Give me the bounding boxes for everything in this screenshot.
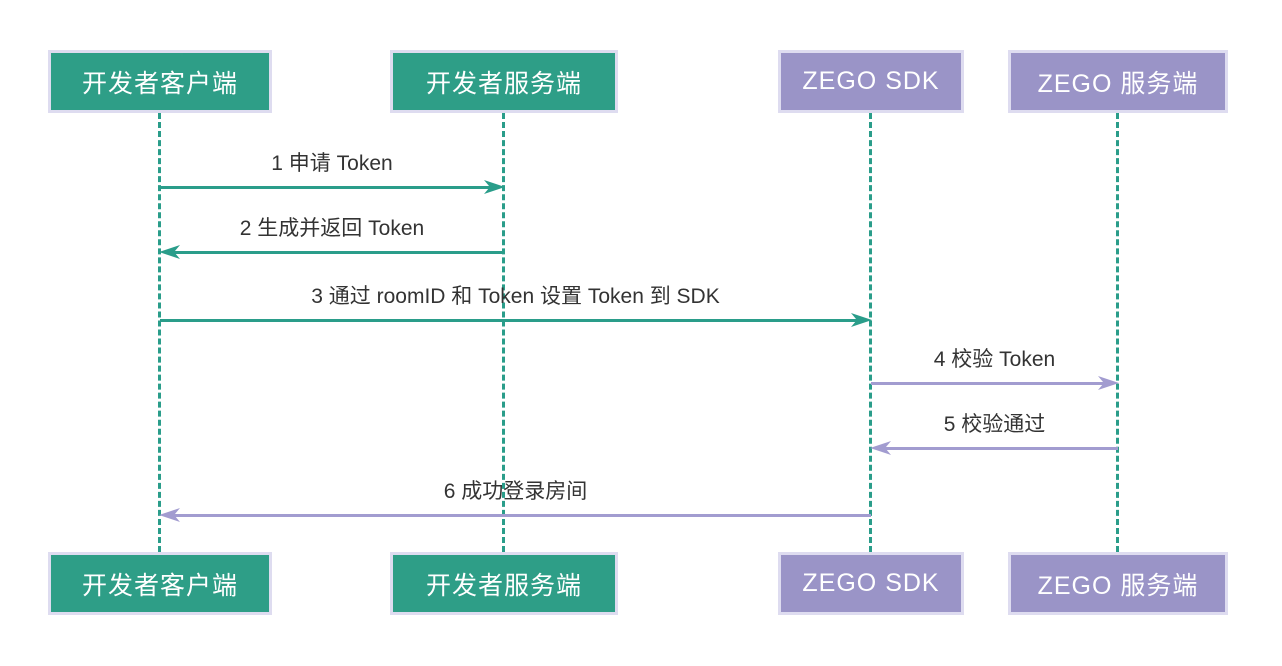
lifeline-zego-sdk xyxy=(869,113,872,552)
message-return-token: 2 生成并返回 Token xyxy=(159,215,504,259)
lifeline-dev-server xyxy=(502,113,505,552)
participant-label: ZEGO 服务端 xyxy=(1037,69,1199,98)
message-request-token: 1 申请 Token xyxy=(160,150,505,194)
participant-dev-client-top: 开发者客户端 xyxy=(48,50,272,113)
participant-label: ZEGO 服务端 xyxy=(1037,571,1199,600)
participant-label: 开发者客户端 xyxy=(81,571,238,600)
arrow-line xyxy=(160,186,499,189)
message-verify-token: 4 校验 Token xyxy=(871,346,1119,390)
message-label: 5 校验通过 xyxy=(943,413,1046,436)
participant-dev-server-bottom: 开发者服务端 xyxy=(390,552,618,615)
arrow-left-icon xyxy=(870,441,1118,455)
lifeline-dev-client xyxy=(158,113,161,552)
message-label: 4 校验 Token xyxy=(933,348,1056,371)
participant-zego-server-top: ZEGO 服务端 xyxy=(1008,50,1228,113)
message-set-token-to-sdk: 3 通过 roomID 和 Token 设置 Token 到 SDK xyxy=(160,283,872,327)
message-label: 1 申请 Token xyxy=(271,152,393,175)
message-verify-passed: 5 校验通过 xyxy=(870,411,1118,455)
arrow-right-icon xyxy=(160,180,505,194)
message-label: 2 生成并返回 Token xyxy=(239,217,425,240)
lifeline-zego-server xyxy=(1116,113,1119,552)
arrow-left-icon xyxy=(159,245,504,259)
arrow-left-icon xyxy=(159,508,871,522)
arrow-line xyxy=(876,447,1118,450)
participant-label: ZEGO SDK xyxy=(802,569,940,597)
participant-zego-sdk-bottom: ZEGO SDK xyxy=(778,552,964,615)
message-login-room-success: 6 成功登录房间 xyxy=(159,478,871,522)
participant-zego-sdk-top: ZEGO SDK xyxy=(778,50,964,113)
participant-label: ZEGO SDK xyxy=(802,67,940,95)
participant-label: 开发者服务端 xyxy=(425,69,582,98)
message-label: 3 通过 roomID 和 Token 设置 Token 到 SDK xyxy=(311,285,720,308)
participant-dev-client-bottom: 开发者客户端 xyxy=(48,552,272,615)
participant-dev-server-top: 开发者服务端 xyxy=(390,50,618,113)
arrow-right-icon xyxy=(871,376,1119,390)
message-label: 6 成功登录房间 xyxy=(443,480,588,503)
arrow-right-icon xyxy=(160,313,872,327)
participant-label: 开发者服务端 xyxy=(425,571,582,600)
arrow-line xyxy=(165,251,504,254)
arrow-line xyxy=(160,319,866,322)
participant-label: 开发者客户端 xyxy=(81,69,238,98)
participant-zego-server-bottom: ZEGO 服务端 xyxy=(1008,552,1228,615)
arrow-line xyxy=(871,382,1113,385)
arrow-line xyxy=(165,514,871,517)
